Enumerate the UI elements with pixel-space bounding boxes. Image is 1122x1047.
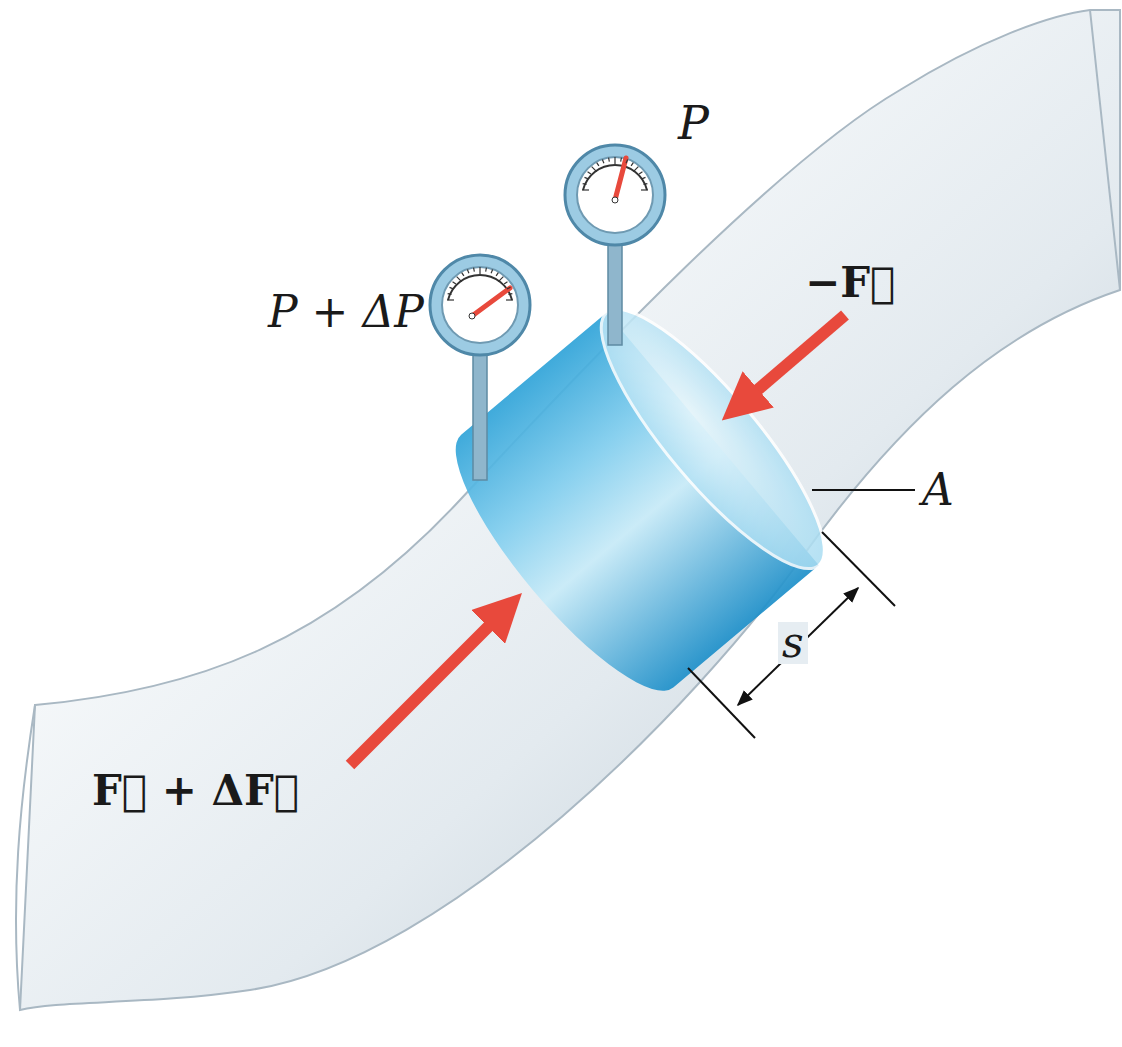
pressure-label: P [678, 100, 709, 146]
length-label: s [778, 622, 808, 664]
force-label: −F⃗ [805, 262, 895, 304]
pressure-label: P + ΔP [268, 290, 424, 334]
area-label: A [922, 468, 954, 512]
pipe [20, 10, 1120, 1010]
pressure-gauge [430, 255, 530, 355]
force-label: F⃗ + ΔF⃗ [92, 770, 299, 812]
dimension-s [688, 532, 895, 738]
pressure-gauge [565, 145, 665, 245]
force-arrow [350, 610, 505, 765]
leader-line [812, 489, 915, 491]
force-arrow [740, 315, 845, 405]
